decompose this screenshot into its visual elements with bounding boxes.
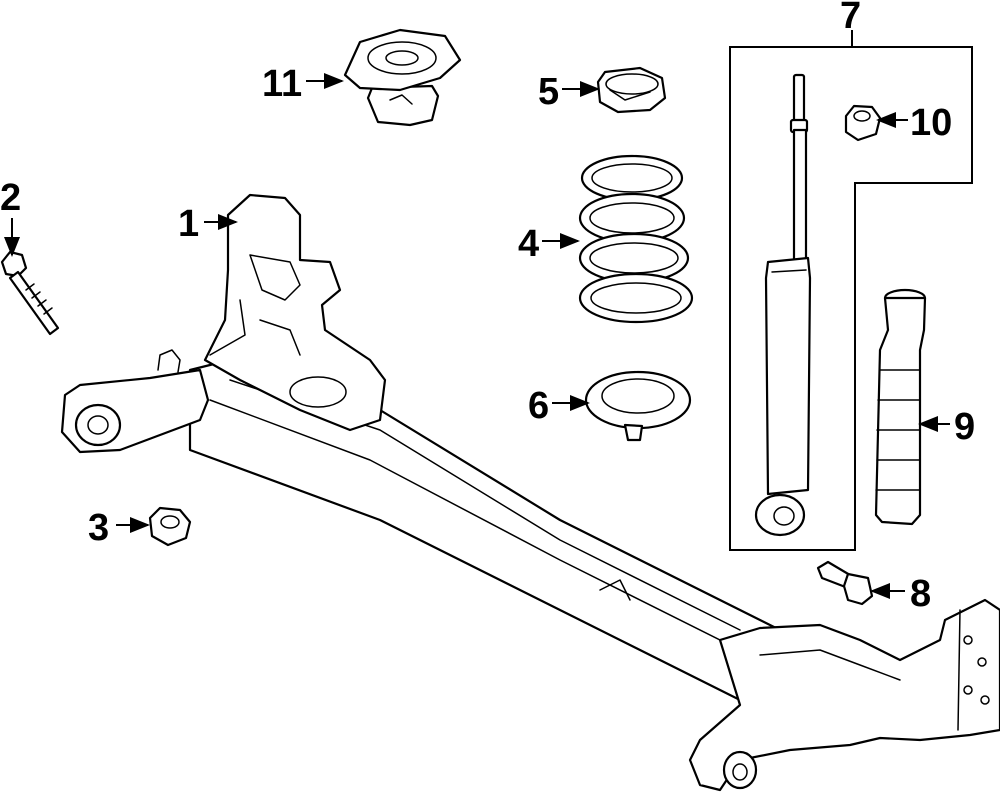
shock-upper-nut[interactable]: [844, 104, 882, 142]
callout-3: 3: [88, 507, 109, 549]
callout-11: 11: [262, 63, 302, 105]
rear-axle-beam[interactable]: [60, 193, 1000, 792]
shock-absorber-assembly[interactable]: [729, 30, 973, 551]
lower-spring-insulator[interactable]: [584, 370, 692, 442]
callout-1: 1: [178, 203, 199, 245]
coil-spring[interactable]: [578, 154, 694, 324]
callout-5: 5: [538, 71, 559, 113]
upper-shock-mount[interactable]: [343, 28, 462, 127]
callout-4: 4: [518, 223, 539, 265]
callout-2: 2: [0, 177, 21, 219]
callout-7: 7: [840, 0, 861, 37]
callout-numbers: 1 2 3 4 5 6 7 8 9 10 11: [0, 0, 975, 615]
callout-6: 6: [528, 385, 549, 427]
pivot-nut[interactable]: [148, 506, 192, 547]
callout-8: 8: [910, 573, 931, 615]
callout-10: 10: [910, 102, 952, 144]
pivot-bolt[interactable]: [0, 250, 60, 336]
leader-lines: [4, 73, 950, 599]
shock-lower-bolt[interactable]: [816, 560, 874, 606]
upper-spring-insulator[interactable]: [596, 66, 667, 114]
callout-9: 9: [954, 406, 975, 448]
bump-stop[interactable]: [874, 288, 927, 526]
